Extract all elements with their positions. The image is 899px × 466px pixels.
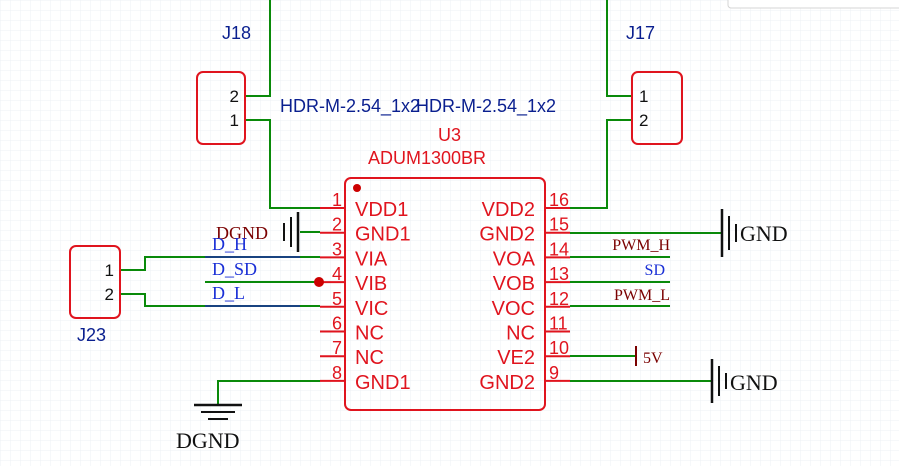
connector-j23-body [69,245,121,319]
ic-pin-name: VOC [492,298,535,320]
ic-pin-number: 6 [332,314,342,334]
dgnd-top-label: DGND [216,223,268,243]
ic-pin-number: 4 [332,264,342,284]
net-label-lines [205,256,300,307]
ic-pin-name: VIC [355,298,388,320]
j17-pin-2: 2 [639,111,648,130]
connector-j18[interactable]: 2 1 J18 [196,23,251,145]
ic-pin-name: VIB [355,273,387,295]
ic-pin-name: GND1 [355,224,411,246]
ic-pin-number: 14 [549,239,569,259]
connector-j18-body [196,71,246,145]
net-label-d-sd: D_SD [212,259,257,279]
connector-j17-body [631,71,683,145]
ic-pin-name: VDD1 [355,199,408,221]
ic-pin-name: GND2 [479,224,535,246]
ic-pin-name: VOA [493,248,536,270]
connector-j23[interactable]: 1 2 J23 [69,245,121,345]
ic-pin-number: 10 [549,338,569,358]
j17-value: HDR-M-2.54_1x2 [416,96,556,117]
ic-body [344,177,546,411]
net-label-d-l: D_L [212,283,245,303]
net-label-d-h: D_H [212,234,247,254]
ic-pin-number: 1 [332,190,342,210]
ic-pin-name: VE2 [497,347,535,369]
gnd-symbol-bottom: GND [710,359,778,403]
net-label-sd: SD [645,262,665,279]
net-label-pwm-l: PWM_L [614,287,670,304]
j18-pin-2: 2 [230,87,239,106]
connector-j17[interactable]: 1 2 J17 [626,23,683,145]
j23-designator: J23 [77,325,106,345]
ic-pin-name: GND1 [355,372,411,394]
ic-right-pins: 16VDD215GND214VOA13VOB12VOC11NC10VE29GND… [479,190,570,394]
dgnd-symbol-top: DGND [216,212,300,252]
dgnd-bottom-label: DGND [176,428,240,453]
wire-vdd1 [245,119,320,209]
ic-pin-number: 13 [549,264,569,284]
gnd-top-label: GND [740,221,788,246]
ic-pin-number: 9 [549,363,559,383]
ic-pin-name: NC [355,347,384,369]
ic-pin-number: 11 [549,314,568,334]
ic-pin-number: 5 [332,289,342,309]
ic-pin-name: VIA [355,248,388,270]
j17-designator: J17 [626,23,655,43]
j23-pin-2: 2 [105,285,114,304]
ic-pin-number: 8 [332,363,342,383]
ic-pin-name: GND2 [479,372,535,394]
j18-value: HDR-M-2.54_1x2 [280,96,420,117]
power-5v-symbol: 5V [635,346,663,367]
ic-pin-name: VDD2 [482,199,535,221]
ic-pin-number: 15 [549,215,569,235]
corner-panel [727,0,899,9]
wires [120,0,722,405]
pin1-marker [353,184,361,192]
ic-pin-name: NC [506,323,535,345]
gnd-symbol-top: GND [720,209,788,257]
j17-pin-1: 1 [639,87,648,106]
wire-j18-pin2 [245,0,271,97]
j18-pin-1: 1 [230,111,239,130]
ic-pin-name: NC [355,323,384,345]
j23-pin-1: 1 [105,261,114,280]
ic-part-name: ADUM1300BR [368,148,486,168]
wire-j17-pin1 [606,0,632,97]
ic-pin-name: VOB [493,273,535,295]
net-label-pwm-h: PWM_H [612,237,670,254]
dgnd-symbol-bottom: DGND [176,403,242,453]
junction-dot [314,277,324,287]
wire-gnd1-pin8 [217,380,320,405]
wire-vdd2 [570,119,632,209]
ic-pin-number: 3 [332,239,342,259]
ic-pin-number: 7 [332,338,342,358]
power-5v-label: 5V [643,350,663,367]
ic-pin-number: 2 [332,215,342,235]
ic-pin-number: 12 [549,289,569,309]
j18-designator: J18 [222,23,251,43]
ic-designator: U3 [438,125,461,145]
gnd-bottom-label: GND [730,370,778,395]
ic-pin-number: 16 [549,190,569,210]
